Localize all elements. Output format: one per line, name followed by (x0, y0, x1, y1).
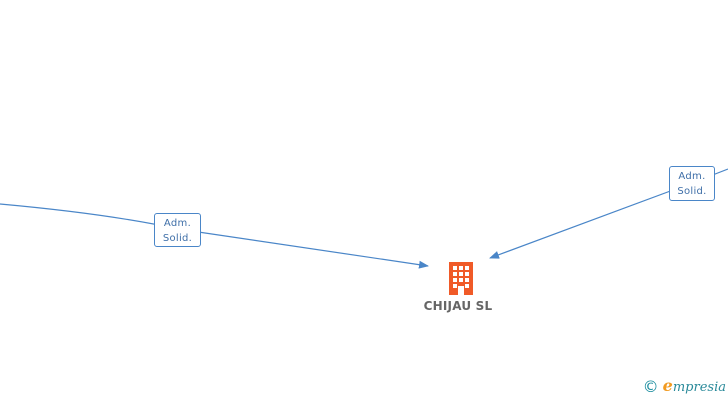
empresia-logo-rest: mpresia (672, 380, 726, 395)
copyright-icon: © (642, 377, 659, 396)
relation-label-right-line1: Adm. (678, 171, 706, 182)
empresia-logo: empresia (663, 378, 726, 396)
relation-label-left-line2: Solid. (162, 233, 193, 244)
company-name[interactable]: CHIJAU SL (423, 299, 493, 313)
empresia-logo-initial: e (662, 376, 673, 395)
relation-label-right-line2: Solid. (677, 186, 707, 197)
building-icon[interactable] (446, 261, 476, 295)
empresia-watermark: © empresia (643, 378, 726, 396)
relation-label-left[interactable]: Adm. Solid. (154, 213, 201, 247)
relation-label-left-line1: Adm. (163, 218, 192, 229)
edge-left[interactable] (0, 203, 429, 269)
relation-label-right[interactable]: Adm. Solid. (669, 166, 715, 201)
